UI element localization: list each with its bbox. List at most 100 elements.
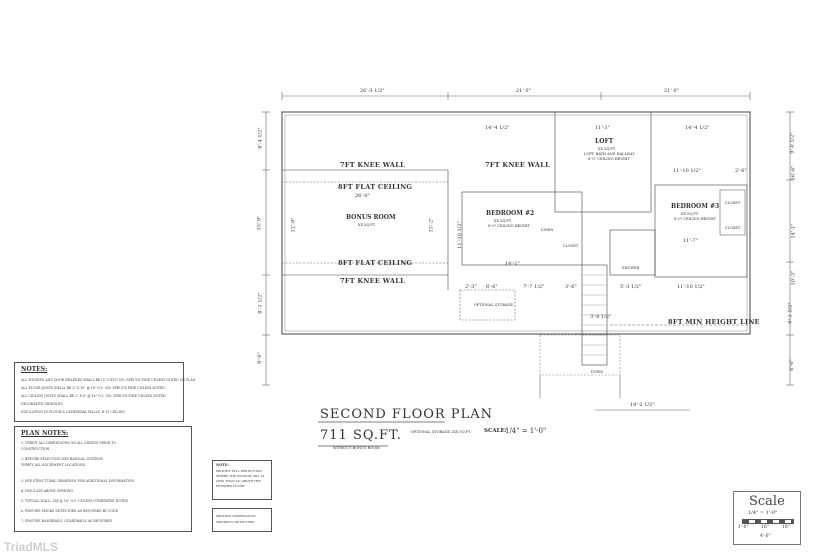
room-loft-name: LOFT	[595, 138, 614, 145]
dim-inner-1: 14'-4 1/2"	[485, 125, 510, 131]
label-flat-ceiling-bottom: 8FT FLAT CEILING	[338, 259, 413, 267]
dim-inner-16: 3'-8 1/2"	[590, 314, 612, 320]
room-loft-ceiling: 8'-0" CEILING HEIGHT	[588, 157, 630, 161]
dim-right-3: 14'-1"	[790, 223, 797, 239]
dim-inner-15: 11'-10 1/2"	[677, 284, 705, 290]
notes-heading: NOTES:	[21, 366, 48, 373]
scale-box-title: Scale	[749, 494, 785, 509]
room-loft-area: XX SQ.FT.	[598, 147, 616, 151]
note-box-line: FINISHED FLOOR	[216, 484, 245, 488]
plan-notes-line: 3. SEE STRUCTURAL DRAWINGS FOR ADDITIONA…	[21, 479, 135, 483]
scale-mark: 16"	[761, 525, 769, 530]
room-bedroom2-area: XX SQ.FT.	[494, 219, 512, 223]
note-box-line: LESS THAN 24" ABOVE THE	[216, 479, 261, 483]
plan-notes-line: 6. PROVIDE SMOKE DETECTORS AS REQUIRED B…	[21, 509, 118, 513]
scale-box: Scale 1/4" = 1'-0" 1'-0" 16" 18" 4'-0"	[733, 491, 801, 545]
plan-notes-line: 4. INSULATE ABOVE OPENING	[21, 489, 74, 493]
dim-inner-8: 14'-1"	[505, 261, 520, 267]
dim-inner-3: 14'-4 1/2"	[685, 125, 710, 131]
scale-mark: 1'-0"	[738, 525, 749, 530]
note-box-line: WHERE THE WINDOW SILL IS	[216, 474, 265, 478]
dim-right-4: 10'-3"	[790, 270, 797, 286]
notes-line: INSULATION IN FLOOR & CATHEDRAL WALLS, R…	[21, 410, 126, 414]
label-closet-3: CLOSET	[725, 226, 741, 230]
plan-notes-heading: PLAN NOTES:	[21, 430, 69, 437]
note-box-heading: NOTE:	[216, 463, 229, 467]
label-optional-storage: OPTIONAL STORAGE	[474, 303, 513, 307]
dim-inner-9: 11'-10 1/2"	[673, 168, 701, 174]
label-flat-ceiling-top: 8FT FLAT CEILING	[338, 183, 413, 191]
plan-area-note: OPTIONAL STORAGE 2XX SQ.FT.	[411, 430, 471, 434]
label-closet-1: CLOSET	[563, 244, 579, 248]
plan-title: SECOND FLOOR PLAN	[320, 407, 493, 422]
notes-line: ALL CEILING JOISTS SHALL BE 2" X 8" @ 16…	[21, 394, 166, 398]
dim-inner-12: 7'-7 1/2"	[523, 284, 545, 290]
scale-bottom: 4'-0"	[760, 534, 771, 539]
plan-notes-line: 2. BEFORE SELECTING MECHANICAL SYSTEMS	[21, 457, 103, 461]
dim-inner-13: 3'-6"	[565, 284, 577, 290]
note-box2-line: SMOKE/CO DETECTORS	[216, 520, 255, 524]
dim-bottom: 19'-2 1/2"	[630, 402, 655, 408]
notes-line: ALL WINDOW AND DOOR HEADERS SHALL BE (2)…	[21, 378, 196, 382]
notes-line: DECORATIVE SHINGLES	[21, 402, 63, 406]
plan-notes-box: PLAN NOTES: 1. VERIFY ALL DIMENSIONS ON …	[14, 426, 192, 532]
label-knee-wall-top-left: 7FT KNEE WALL	[340, 161, 405, 169]
label-min-height: 8FT MIN HEIGHT LINE	[668, 318, 760, 326]
room-bonus-name: BONUS ROOM	[346, 214, 396, 221]
notes-line: ALL FLOOR JOISTS SHALL BE 2" X 10" @ 16"…	[21, 386, 165, 390]
plan-notes-line: 1. VERIFY ALL DIMENSIONS ON ALL SHEETS P…	[21, 441, 116, 445]
dim-inner-14: 5'-3 1/2"	[620, 284, 642, 290]
room-bonus-area: XX SQ.FT.	[358, 223, 376, 227]
dim-inner-5: 12'-9"	[290, 217, 297, 233]
note-box-detectors: PROVIDE COMBINATION SMOKE/CO DETECTORS	[212, 508, 272, 532]
label-closet-2: CLOSET	[725, 201, 741, 205]
room-bedroom3-name: BEDROOM #3	[671, 203, 720, 210]
label-linen: LINEN	[541, 228, 554, 232]
room-bedroom2-name: BEDROOM #2	[486, 210, 535, 217]
dim-left-3: 8'-1 1/2"	[257, 292, 264, 314]
dim-top-3: 21' 0"	[664, 88, 679, 94]
plan-notes-line: VERIFY ALL EQUIPMENT LOCATIONS	[21, 463, 85, 467]
watermark: TriadMLS	[4, 540, 59, 554]
scale-mark: 18"	[782, 525, 790, 530]
label-down: DOWN	[591, 370, 604, 374]
dim-inner-7: 11'-10 1/2"	[456, 221, 463, 249]
dim-right-2: 16'-6"	[790, 165, 797, 181]
dim-left-4: 9'-0"	[256, 352, 263, 364]
room-bedroom3-area: XX SQ.FT.	[681, 212, 699, 216]
note-box-fall-protection: NOTE: PROVIDE FALL PROTECTION WHERE THE …	[212, 460, 272, 500]
dim-right-1: 9'-0 1/2"	[789, 132, 796, 154]
dim-inner-10: 11'-7"	[683, 238, 698, 244]
dim-top-1: 26'-3 1/2"	[360, 88, 385, 94]
dim-right-5: 9'-1 1/2"	[787, 302, 794, 324]
dim-top-2: 21' 0"	[516, 88, 531, 94]
plan-area: 711 SQ.FT.	[320, 428, 402, 443]
note-box2-line: PROVIDE COMBINATION	[216, 514, 256, 518]
plan-notes-line: CONSTRUCTION.	[21, 447, 51, 451]
scale-box-ratio: 1/4" = 1'-0"	[748, 510, 778, 516]
plan-notes-line: 5. TYPICAL WALL: 2X4 @ 16" O.C. UNLESS O…	[21, 499, 129, 503]
label-knee-wall-bottom: 7FT KNEE WALL	[340, 277, 405, 285]
plan-bonus-note: WITHOUT BONUS ROOM	[333, 446, 380, 450]
dim-inner-18: 2'-3"	[465, 284, 477, 290]
room-bedroom3-ceiling: 8'-0" CEILING HEIGHT	[674, 217, 716, 221]
dim-inner-6: 15'-2"	[428, 217, 435, 233]
note-box-line: PROVIDE FALL PROTECTION	[216, 469, 263, 473]
dim-inner-17: 2'-6"	[735, 168, 747, 174]
dim-inner-2: 11'-3"	[595, 125, 610, 131]
label-shower: SHOWER	[622, 266, 640, 270]
dim-inner-11: 6'-6"	[486, 284, 498, 290]
dim-left-2: 15'-9"	[256, 215, 263, 231]
plan-notes-line: 7. PROVIDE HANDRAILS, GUARDRAILS AS REQU…	[21, 519, 112, 523]
dim-left-1: 8'-4 1/2"	[257, 127, 264, 149]
dim-right-6: 6'-0"	[788, 359, 795, 371]
room-loft-note: LOFT, BATH AND HALLWAY	[584, 152, 635, 156]
label-knee-wall-top-mid: 7FT KNEE WALL	[485, 161, 550, 169]
plan-scale-value: 1/4" = 1'-0"	[505, 427, 547, 435]
notes-box: NOTES: ALL WINDOW AND DOOR HEADERS SHALL…	[14, 362, 196, 422]
scale-bar	[742, 519, 794, 524]
room-bedroom2-ceiling: 8'-0" CEILING HEIGHT	[488, 224, 530, 228]
plan-scale-label: SCALE:	[484, 428, 507, 434]
